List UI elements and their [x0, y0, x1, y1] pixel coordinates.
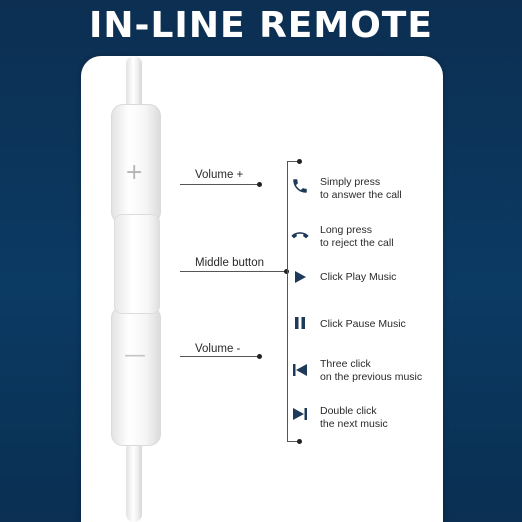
plus-icon: +	[125, 160, 144, 185]
volume-up-dot	[257, 182, 262, 187]
volume-down-leader	[180, 356, 260, 357]
play-music-text: Click Play Music	[320, 271, 397, 283]
previous-music-text: Three click on the previous music	[320, 358, 423, 383]
minus-icon: —	[124, 343, 146, 368]
middle-button-label: Middle button	[195, 257, 265, 269]
phone-answer-icon	[291, 177, 309, 195]
volume-down-dot	[257, 354, 262, 359]
connector-tick-bottom	[287, 441, 301, 442]
play-icon	[291, 268, 309, 286]
connector-line	[287, 161, 288, 442]
volume-up-label: Volume +	[195, 169, 244, 181]
connector-dot-bottom	[297, 439, 302, 444]
connector-tick-top	[287, 161, 301, 162]
answer-call-text: Simply press to answer the call	[320, 176, 402, 201]
earphone-cable-top	[126, 56, 142, 112]
volume-down-label: Volume -	[195, 343, 241, 355]
connector-dot-top	[297, 159, 302, 164]
pause-music-text: Click Pause Music	[320, 318, 406, 330]
pause-icon	[291, 314, 309, 332]
volume-up-button[interactable]: +	[111, 104, 161, 224]
next-track-icon	[291, 405, 309, 423]
middle-button-dot	[284, 269, 289, 274]
middle-button[interactable]	[114, 214, 160, 314]
next-music-text: Double click the next music	[320, 405, 388, 430]
phone-reject-icon	[291, 227, 309, 245]
earphone-cable-bottom	[126, 440, 142, 522]
reject-call-text: Long press to reject the call	[320, 224, 394, 249]
volume-up-leader	[180, 184, 260, 185]
page-title: IN-LINE REMOTE	[89, 5, 433, 46]
previous-track-icon	[291, 361, 309, 379]
middle-button-leader	[180, 271, 288, 272]
volume-down-button[interactable]: —	[111, 306, 161, 446]
